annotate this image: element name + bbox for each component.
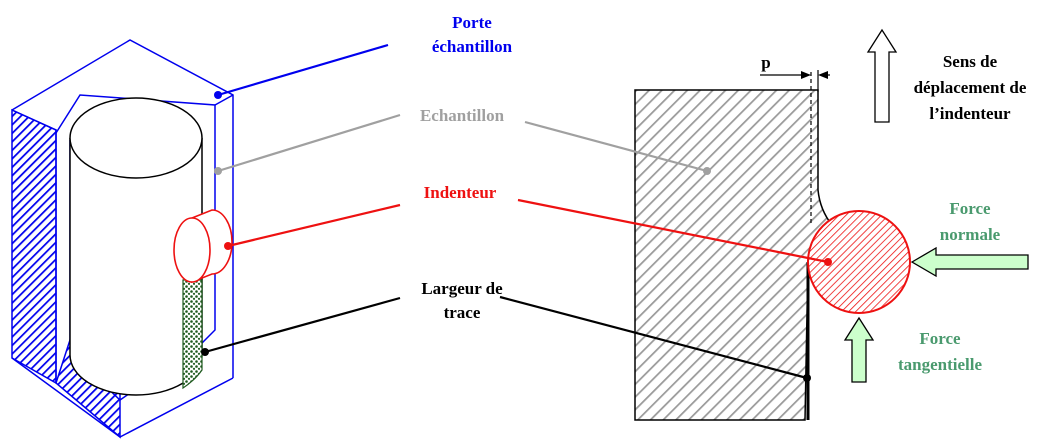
leader-indenteur — [224, 198, 832, 266]
cylinder-top — [69, 97, 203, 179]
largeur-label-line1: Largeur de — [421, 279, 503, 298]
depth-arrowhead-right — [818, 71, 828, 79]
movement-arrow-icon — [866, 28, 898, 123]
indenter-3d-face — [173, 217, 211, 283]
leader-echantillon-dot-right — [703, 167, 711, 175]
holder-inner-edge — [11, 109, 57, 383]
leader-largeur-line-left — [204, 296, 401, 354]
leader-largeur — [201, 295, 811, 382]
porte-label-line2: échantillon — [432, 37, 513, 56]
leader-indenteur-line-left — [227, 203, 401, 248]
force-normale-label-line1: Force — [949, 199, 991, 218]
leader-largeur-dot-left — [201, 348, 209, 356]
leader-porte-dot — [214, 91, 222, 99]
largeur-label-line2: trace — [444, 303, 481, 322]
leader-porte-line — [217, 43, 389, 97]
leader-echantillon-line-left — [217, 113, 401, 173]
holder-front-edge — [11, 357, 234, 438]
holder-cavity-line — [214, 94, 234, 106]
leader-indenteur-dot-left — [224, 242, 232, 250]
holder-top-edge — [11, 39, 234, 378]
tangential-force-arrow-icon — [843, 316, 875, 383]
leader-echantillon-dot-left — [214, 167, 222, 175]
leader-largeur-dot-right — [803, 374, 811, 382]
leader-porte — [214, 43, 389, 99]
leader-indenteur-dot-right — [824, 258, 832, 266]
porte-label-line1: Porte — [452, 13, 492, 32]
force-normale-label-line2: normale — [940, 225, 1001, 244]
depth-label: p — [761, 53, 770, 72]
sens-label-line1: Sens de — [943, 52, 998, 71]
echantillon-label: Echantillon — [420, 106, 505, 125]
depth-arrowhead-left — [801, 71, 811, 79]
sens-label-line3: l’indenteur — [929, 104, 1011, 123]
holder-side-hatched — [11, 108, 57, 385]
sens-label-line2: déplacement de — [914, 78, 1027, 97]
trace-track — [182, 279, 203, 390]
sample-section — [634, 89, 833, 421]
normal-force-arrow-icon — [910, 246, 1029, 278]
force-tangentielle-label-line1: Force — [919, 329, 961, 348]
force-tangentielle-label-line2: tangentielle — [898, 355, 982, 374]
leader-largeur-line-right — [499, 295, 808, 380]
leader-indenteur-line-right — [517, 198, 829, 264]
leader-echantillon-line-right — [524, 120, 708, 173]
indenteur-label: Indenteur — [424, 183, 497, 202]
indenter-section — [807, 210, 911, 314]
leader-echantillon — [214, 113, 711, 175]
section-view — [634, 70, 911, 421]
